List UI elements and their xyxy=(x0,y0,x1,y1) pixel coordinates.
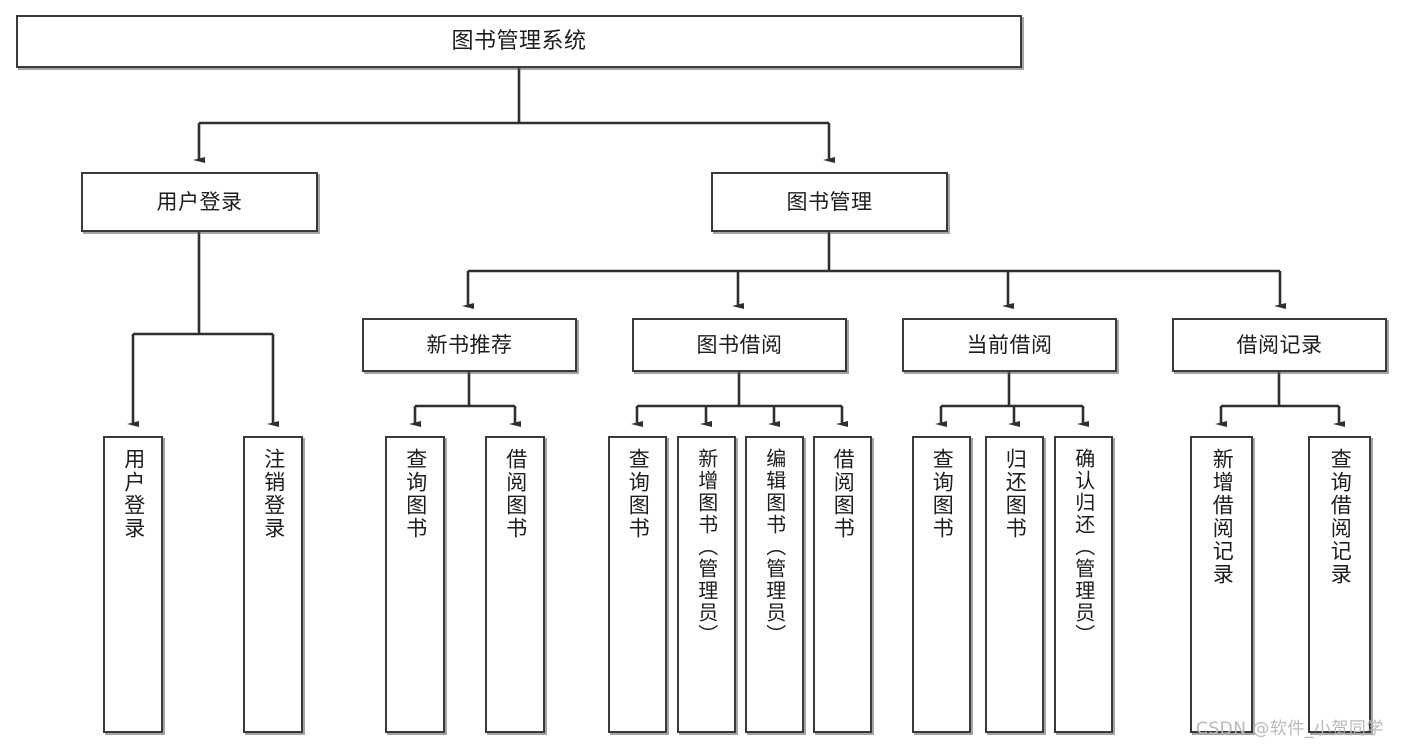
leaf-edit-book-label: 编辑图书（管理员） xyxy=(762,448,787,646)
node-book-borrow[interactable]: 图书借阅 xyxy=(632,318,847,372)
leaf-borrow-book-1[interactable]: 借阅图书 xyxy=(485,436,545,733)
leaf-query-book-3[interactable]: 查询图书 xyxy=(912,436,971,733)
leaf-edit-book[interactable]: 编辑图书（管理员） xyxy=(745,436,804,733)
leaf-query-book-1-label: 查询图书 xyxy=(403,448,428,540)
leaf-borrow-book-2-label: 借阅图书 xyxy=(831,448,856,540)
node-current-borrow[interactable]: 当前借阅 xyxy=(902,318,1117,372)
leaf-borrow-book-1-label: 借阅图书 xyxy=(503,448,528,540)
node-root[interactable]: 图书管理系统 xyxy=(16,15,1022,68)
leaf-query-book-1[interactable]: 查询图书 xyxy=(385,436,445,733)
node-book-manage[interactable]: 图书管理 xyxy=(711,172,948,232)
leaf-query-book-3-label: 查询图书 xyxy=(930,448,955,540)
leaf-query-book-2-label: 查询图书 xyxy=(626,448,651,540)
leaf-query-record-label: 查询借阅记录 xyxy=(1328,448,1353,586)
node-current-borrow-label: 当前借阅 xyxy=(966,332,1053,357)
leaf-confirm-return-label: 确认归还（管理员） xyxy=(1071,448,1096,646)
leaf-confirm-return[interactable]: 确认归还（管理员） xyxy=(1054,436,1113,733)
node-book-borrow-label: 图书借阅 xyxy=(696,332,783,357)
leaf-query-record[interactable]: 查询借阅记录 xyxy=(1308,436,1371,733)
leaf-add-record[interactable]: 新增借阅记录 xyxy=(1190,436,1253,733)
node-new-book-recommend[interactable]: 新书推荐 xyxy=(362,318,577,372)
leaf-add-book-label: 新增图书（管理员） xyxy=(694,448,719,646)
leaf-add-record-label: 新增借阅记录 xyxy=(1210,448,1235,586)
node-user-login-label: 用户登录 xyxy=(156,189,243,214)
leaf-logout-label: 注销登录 xyxy=(261,448,286,540)
leaf-return-book[interactable]: 归还图书 xyxy=(985,436,1044,733)
node-user-login[interactable]: 用户登录 xyxy=(81,172,318,232)
leaf-user-login[interactable]: 用户登录 xyxy=(103,436,163,733)
node-borrow-record-label: 借阅记录 xyxy=(1236,332,1323,357)
node-borrow-record[interactable]: 借阅记录 xyxy=(1172,318,1387,372)
leaf-add-book[interactable]: 新增图书（管理员） xyxy=(677,436,736,733)
leaf-query-book-2[interactable]: 查询图书 xyxy=(608,436,667,733)
node-root-label: 图书管理系统 xyxy=(451,28,587,54)
leaf-return-book-label: 归还图书 xyxy=(1003,448,1028,540)
leaf-user-login-label: 用户登录 xyxy=(121,448,146,540)
node-new-book-recommend-label: 新书推荐 xyxy=(426,332,513,357)
leaf-logout[interactable]: 注销登录 xyxy=(243,436,303,733)
node-book-manage-label: 图书管理 xyxy=(786,189,873,214)
leaf-borrow-book-2[interactable]: 借阅图书 xyxy=(813,436,872,733)
csdn-watermark: CSDN @软件_小贺同学 xyxy=(1196,719,1384,739)
